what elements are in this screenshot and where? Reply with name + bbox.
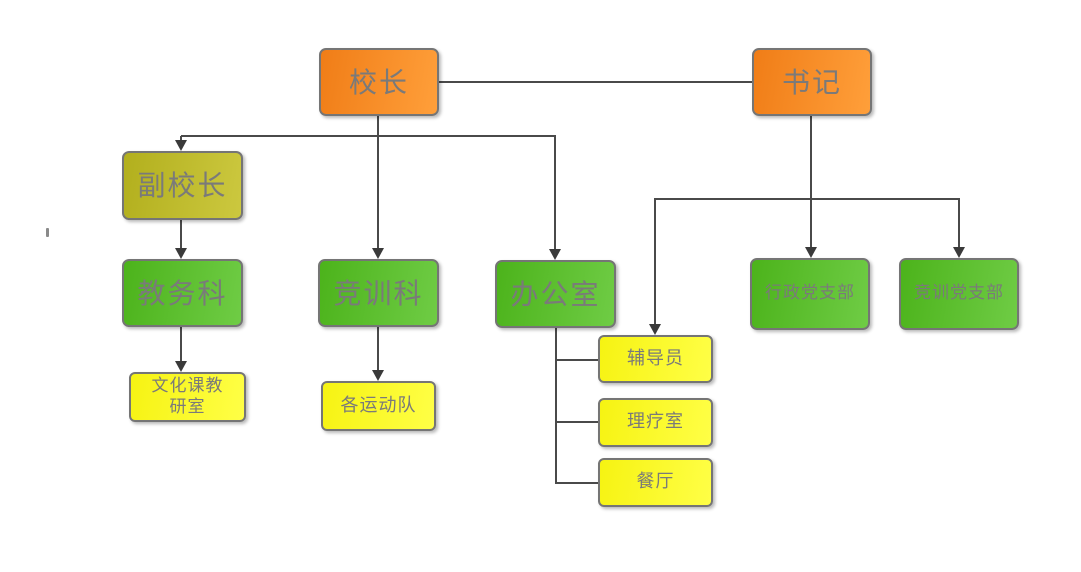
edge-principal-secretary — [439, 81, 752, 83]
node-vice-principal[interactable]: 副校长 — [122, 151, 243, 220]
edge-principal-branch-line — [181, 135, 556, 137]
arrowhead-counselor — [649, 324, 661, 335]
node-principal-label: 校长 — [348, 65, 409, 99]
node-vice-principal-label: 副校长 — [137, 169, 228, 202]
edge-secretary-counselor — [654, 199, 656, 325]
node-sports-teams[interactable]: 各运动队 — [321, 381, 436, 431]
arrowhead-admin-party — [805, 247, 817, 258]
edge-secretary-admin-party — [810, 116, 812, 248]
edge-principal-office — [554, 136, 556, 250]
node-sports-teams-label: 各运动队 — [340, 394, 417, 416]
edge-office-dining — [556, 482, 598, 484]
edge-principal-vice — [180, 136, 182, 141]
arrowhead-sports-teams — [372, 370, 384, 381]
node-dining-hall[interactable]: 餐厅 — [598, 458, 713, 507]
node-office[interactable]: 办公室 — [495, 260, 616, 328]
node-secretary[interactable]: 书记 — [752, 48, 872, 116]
node-office-label: 办公室 — [510, 277, 601, 311]
edge-office-counselor — [556, 359, 598, 361]
node-culture-course-office[interactable]: 文化课教研室 — [129, 372, 246, 422]
stray-mark — [46, 228, 49, 237]
node-culture-course-office-label: 文化课教研室 — [151, 375, 224, 417]
edge-principal-training — [377, 116, 379, 249]
arrowhead-training-section — [372, 248, 384, 259]
arrowhead-culture-office — [175, 361, 187, 372]
edge-secretary-training-party — [958, 199, 960, 248]
edge-secretary-branch-line — [654, 198, 960, 200]
node-admin-party-branch[interactable]: 行政党支部 — [750, 258, 870, 330]
arrowhead-vice-principal — [175, 140, 187, 151]
node-admin-party-branch-label: 行政党支部 — [765, 283, 855, 304]
node-academic-section[interactable]: 教务科 — [122, 259, 243, 327]
node-training-section-label: 竞训科 — [333, 276, 424, 310]
node-physio-room-label: 理疗室 — [627, 411, 684, 433]
edge-academic-culture — [180, 327, 182, 362]
node-training-party-branch[interactable]: 竞训党支部 — [899, 258, 1019, 330]
node-training-section[interactable]: 竞训科 — [318, 259, 439, 327]
edge-office-children-line — [555, 328, 557, 484]
edge-office-physio — [556, 421, 598, 423]
node-counselor-label: 辅导员 — [627, 347, 684, 369]
node-academic-section-label: 教务科 — [137, 276, 228, 310]
arrowhead-office — [549, 249, 561, 260]
edge-vice-academic — [180, 220, 182, 249]
node-training-party-branch-label: 竞训党支部 — [914, 283, 1004, 304]
node-secretary-label: 书记 — [781, 65, 842, 99]
node-dining-hall-label: 餐厅 — [636, 471, 675, 493]
arrowhead-academic-section — [175, 248, 187, 259]
node-principal[interactable]: 校长 — [319, 48, 439, 116]
edge-training-sports — [377, 327, 379, 371]
arrowhead-training-party — [953, 247, 965, 258]
node-physio-room[interactable]: 理疗室 — [598, 398, 713, 447]
node-counselor[interactable]: 辅导员 — [598, 335, 713, 383]
